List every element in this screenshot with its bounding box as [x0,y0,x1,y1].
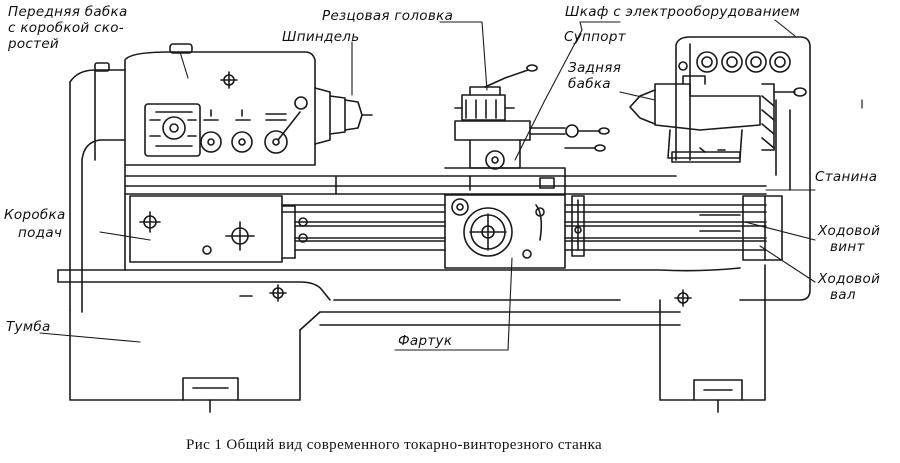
label-headstock-line1: Передняя бабка [8,4,128,20]
label-headstock-line3: ростей [8,36,59,52]
label-spindle: Шпиндель [282,29,360,45]
label-carriage: Суппорт [564,29,626,45]
left-pedestal [69,62,321,413]
label-pedestal: Тумба [6,319,51,335]
label-headstock-line2: с коробкой ско- [8,20,124,36]
label-feed-box-line1: Коробка [4,207,66,223]
label-apron: Фартук [398,333,453,349]
label-feed-shaft-line2: вал [830,287,856,303]
label-feed-shaft-line1: Ходовой [818,271,881,287]
apron [444,177,585,269]
carriage [444,120,610,196]
label-bed: Станина [815,169,878,185]
label-lead-screw-line2: винт [830,239,865,255]
label-feed-box-line2: подач [18,225,63,241]
leader-lines [39,19,816,351]
figure-caption: Рис 1 Общий вид современного токарно-вин… [186,437,603,453]
label-tool-head: Резцовая головка [322,8,454,24]
tool-post [454,64,538,121]
bed [124,175,783,271]
electrical-cabinet [674,36,811,307]
chip-tray [57,267,741,326]
label-tailstock-line2: бабка [568,76,611,92]
tailstock [629,75,807,163]
headstock [124,43,373,176]
right-pedestal [659,264,766,413]
label-lead-screw-line1: Ходовой [818,223,881,239]
feed-box [129,195,308,263]
label-cabinet: Шкаф с электрооборудованием [565,4,801,20]
label-tailstock-line1: Задняя [568,60,622,76]
